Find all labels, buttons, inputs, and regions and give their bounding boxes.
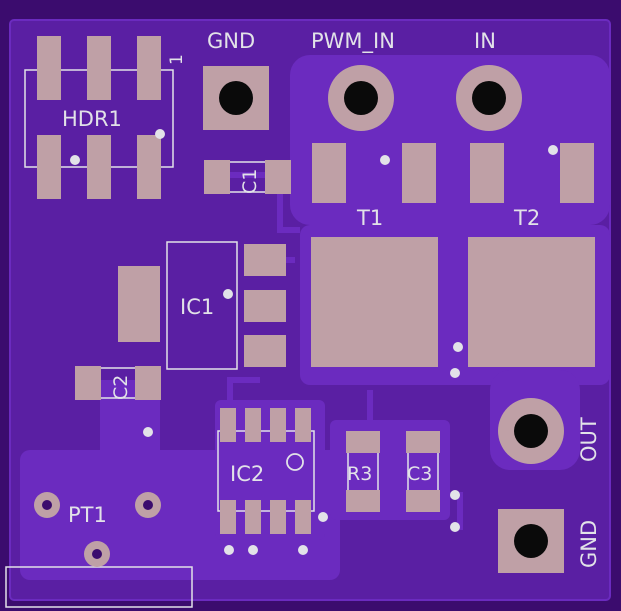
pwm-in-hole	[344, 81, 378, 115]
via	[70, 155, 80, 165]
ic2-pin	[295, 500, 311, 534]
via	[248, 545, 258, 555]
gnd-right-hole	[514, 524, 548, 558]
c2-pad	[75, 366, 101, 400]
hdr1-header: HDR1 1	[24, 36, 187, 199]
pt1-label: PT1	[68, 503, 107, 527]
hdr1-pad	[37, 135, 61, 199]
via	[450, 368, 460, 378]
t1-pad	[312, 143, 346, 203]
c1-label: C1	[239, 169, 261, 194]
pwm-in-connector: PWM_IN	[311, 29, 395, 131]
pt1-pad-hole	[92, 549, 102, 559]
via	[223, 289, 233, 299]
hdr1-pad	[137, 135, 161, 199]
in-label: IN	[474, 29, 496, 53]
ic2-label: IC2	[230, 462, 264, 486]
via	[143, 427, 153, 437]
c2-capacitor: C2	[75, 366, 161, 400]
pt1-pad-hole	[143, 500, 153, 510]
ic2-pin	[220, 500, 236, 534]
t1-tab	[311, 237, 438, 367]
pt1-potentiometer: PT1	[5, 492, 193, 608]
c3-label: C3	[407, 463, 432, 485]
t2-pad	[470, 143, 504, 203]
ic1-pad	[244, 244, 286, 276]
c3-capacitor: C3	[406, 431, 440, 512]
r3-resistor: R3	[346, 431, 380, 512]
c3-pad	[406, 431, 440, 453]
t2-pad	[560, 143, 594, 203]
r3-pad	[346, 431, 380, 453]
c1-capacitor: C1	[204, 160, 291, 194]
via	[380, 155, 390, 165]
ic1-pad	[244, 335, 286, 367]
via	[298, 545, 308, 555]
c3-pad	[406, 490, 440, 512]
c1-pad	[265, 160, 291, 194]
hdr1-pad	[87, 135, 111, 199]
ic1-tab-pad	[118, 266, 160, 342]
pwm-in-label: PWM_IN	[311, 29, 395, 54]
via	[224, 545, 234, 555]
ic2-pin	[295, 408, 311, 442]
ic1-pad	[244, 290, 286, 322]
pt1-pad-hole	[42, 500, 52, 510]
vias	[70, 129, 558, 555]
via	[548, 145, 558, 155]
ic2-pin	[245, 500, 261, 534]
hdr1-pad	[37, 36, 61, 100]
t2-transistor: T2	[468, 143, 595, 367]
t1-label: T1	[356, 206, 383, 230]
in-connector: IN	[456, 29, 522, 131]
hdr1-pad	[137, 36, 161, 100]
ic2-pin1-marker	[286, 453, 304, 471]
hdr1-pin1-label: 1	[167, 54, 187, 65]
gnd-right-connector: GND	[498, 509, 601, 573]
ic2-pin	[270, 500, 286, 534]
out-hole	[514, 414, 548, 448]
via	[318, 512, 328, 522]
t1-pad	[402, 143, 436, 203]
via	[450, 490, 460, 500]
c2-label: C2	[110, 375, 132, 400]
out-connector: OUT	[498, 398, 601, 464]
gnd-top-connector: GND	[203, 29, 269, 130]
gnd-top-label: GND	[207, 29, 255, 53]
ic2-chip: IC2	[217, 408, 315, 534]
ic2-pin	[220, 408, 236, 442]
gnd-top-hole	[219, 81, 253, 115]
via	[155, 129, 165, 139]
ic1-outline	[166, 241, 238, 370]
ic2-pin	[270, 408, 286, 442]
c2-pad	[135, 366, 161, 400]
out-label: OUT	[577, 417, 601, 462]
pt1-outline	[5, 566, 193, 608]
in-hole	[472, 81, 506, 115]
t2-tab	[468, 237, 595, 367]
t1-transistor: T1	[311, 143, 438, 367]
ic1-label: IC1	[180, 295, 214, 319]
ic2-pin	[245, 408, 261, 442]
c1-pad	[204, 160, 230, 194]
t2-label: T2	[513, 206, 540, 230]
ic1-regulator: IC1	[118, 241, 286, 370]
r3-pad	[346, 490, 380, 512]
via	[453, 342, 463, 352]
gnd-right-label: GND	[577, 520, 601, 568]
ic2-outline	[217, 430, 315, 512]
hdr1-pad	[87, 36, 111, 100]
via	[450, 522, 460, 532]
r3-label: R3	[347, 463, 372, 485]
hdr1-label: HDR1	[62, 107, 122, 131]
